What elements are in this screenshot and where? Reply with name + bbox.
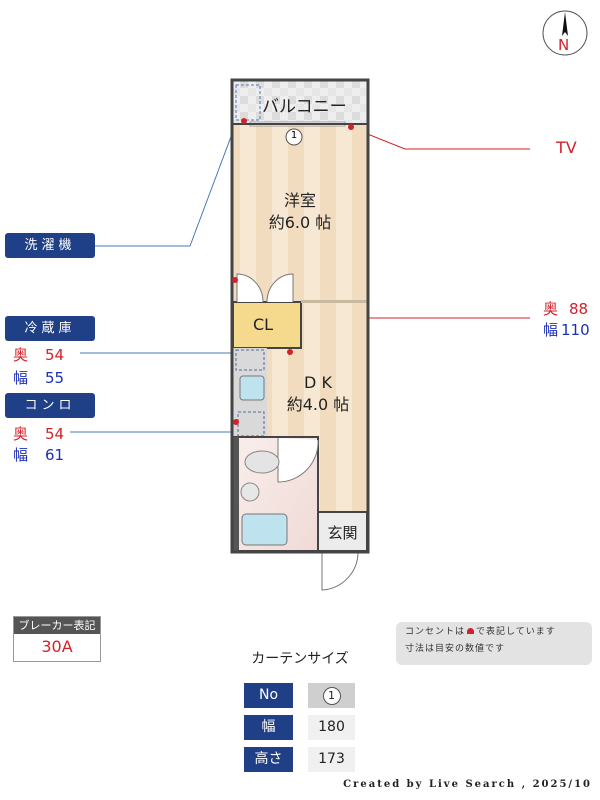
curtain-no-header: No (244, 683, 293, 708)
compass-icon (542, 10, 588, 56)
curtain-width-header: 幅 (244, 715, 293, 740)
note-text: で表記しています (476, 627, 556, 637)
bathtub (241, 513, 288, 546)
closet-label: CL (252, 315, 274, 334)
fridge-tag: 冷蔵庫 (5, 316, 95, 341)
curtain-width-value: 180 (308, 715, 355, 740)
stove-width: 幅 61 (13, 444, 64, 465)
tv-label: TV (556, 138, 577, 157)
depth-value: 54 (45, 425, 65, 443)
room-name: D K (304, 373, 332, 392)
outlet-icon (467, 628, 475, 634)
curtain-title: カーテンサイズ (251, 651, 349, 667)
room-name: 洋室 (283, 191, 316, 210)
western-room-label: 洋室 約6.0 帖 (233, 190, 367, 234)
closet-doors (236, 273, 294, 303)
closet-depth: 奥 88 (543, 298, 588, 319)
bathroom-door (277, 438, 319, 483)
curtain-marker-circle: 1 (322, 687, 341, 705)
stove-tag: コンロ (5, 393, 95, 418)
balcony-label: バルコニー (262, 97, 347, 117)
breaker-value: 30A (41, 637, 73, 656)
note-line-1: コンセントはで表記しています (405, 624, 583, 641)
width-value: 61 (45, 446, 65, 464)
outlet-icons (232, 118, 354, 425)
width-label: 幅 (13, 369, 29, 387)
room-size: 約6.0 帖 (268, 213, 332, 232)
curtain-marker-label: 1 (290, 130, 298, 141)
washer-tag: 洗濯機 (5, 233, 95, 258)
fridge-space (235, 349, 265, 371)
entrance-label: 玄関 (327, 524, 358, 542)
washer-leader-line (95, 117, 239, 247)
breaker-box: ブレーカー表記 30A (13, 616, 101, 662)
stove-depth: 奥 54 (13, 423, 64, 444)
fridge-depth: 奥 54 (13, 344, 64, 365)
washbasin (240, 482, 260, 502)
outer-wall (230, 78, 370, 554)
note-text: コンセントは (405, 627, 466, 637)
curtain-marker (285, 128, 303, 146)
washer-space (235, 84, 261, 121)
depth-label: 奥 (543, 300, 559, 318)
note-line-2: 寸法は目安の数値です (405, 644, 506, 654)
breaker-title: ブレーカー表記 (14, 617, 100, 634)
depth-value: 54 (45, 346, 65, 364)
curtain-height-value: 173 (308, 747, 355, 772)
dk-label: D K 約4.0 帖 (268, 372, 368, 416)
depth-label: 奥 (13, 346, 29, 364)
curtain-no-value: 1 (308, 683, 355, 708)
room-size: 約4.0 帖 (286, 395, 350, 414)
credit: Created by Live Search , 2025/10 (343, 779, 592, 790)
toilet (244, 450, 280, 474)
width-value: 110 (561, 321, 590, 339)
curtain-height-header: 高さ (244, 747, 293, 772)
width-label: 幅 (13, 446, 29, 464)
width-value: 55 (45, 369, 65, 387)
width-label: 幅 (543, 321, 559, 339)
sink (239, 375, 265, 401)
depth-label: 奥 (13, 425, 29, 443)
fridge-width: 幅 55 (13, 367, 64, 388)
depth-value: 88 (569, 300, 589, 318)
closet (232, 301, 302, 349)
entrance-door (321, 551, 359, 591)
balcony (233, 81, 367, 124)
legend-note: コンセントはで表記しています 寸法は目安の数値です (396, 622, 592, 665)
compass-north-label: N (558, 36, 570, 54)
